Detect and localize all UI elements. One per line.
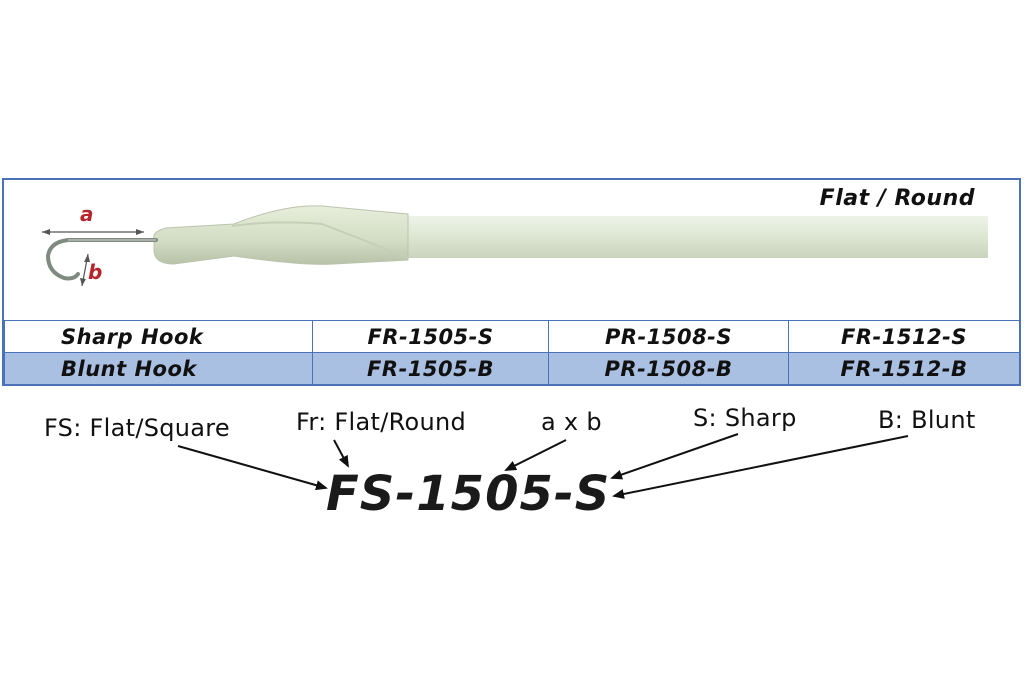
- instrument-grip: [153, 205, 409, 265]
- instrument-shaft: [404, 216, 988, 258]
- row-label-blunt-hook: Blunt Hook: [4, 352, 313, 385]
- arrow-flat-square: [177, 445, 328, 491]
- legend-a-x-b: a x b: [541, 408, 602, 436]
- table-cell: PR-1508-B: [548, 352, 789, 385]
- arrow-flat-round: [333, 439, 349, 468]
- table-cell: FR-1512-B: [788, 352, 1020, 385]
- variant-label: Flat / Round: [819, 186, 975, 211]
- table-cell: FR-1505-S: [312, 320, 549, 353]
- dimension-b-label: b: [88, 260, 103, 284]
- legend-flat-round: Fr: Flat/Round: [296, 408, 467, 436]
- table-row-sharp-hook: Sharp Hook FR-1505-S PR-1508-S FR-1512-S: [4, 320, 1020, 353]
- arrow-sharp: [610, 433, 739, 480]
- row-label-sharp-hook: Sharp Hook: [4, 320, 313, 353]
- table-row-blunt-hook: Blunt Hook FR-1505-B PR-1508-B FR-1512-B: [4, 352, 1020, 385]
- instrument-illustration: a b Flat / Round: [4, 180, 1019, 320]
- arrow-blunt: [612, 435, 909, 499]
- code-example: FS-1505-S: [326, 466, 611, 522]
- table-cell: FR-1512-S: [788, 320, 1020, 353]
- hook-tip: [45, 238, 158, 281]
- legend-sharp: S: Sharp: [693, 404, 797, 432]
- hook-instrument-drawing: [42, 205, 988, 287]
- dimension-a-label: a: [80, 202, 94, 226]
- model-table: Sharp Hook FR-1505-S PR-1508-S FR-1512-S…: [4, 320, 1020, 385]
- legend-flat-square: FS: Flat/Square: [44, 414, 230, 442]
- table-cell: FR-1505-B: [312, 352, 549, 385]
- arrow-a-x-b: [504, 439, 567, 471]
- product-panel: a b Flat / Round Sharp Hook FR-1505-S PR…: [2, 178, 1021, 386]
- legend-blunt: B: Blunt: [878, 406, 976, 434]
